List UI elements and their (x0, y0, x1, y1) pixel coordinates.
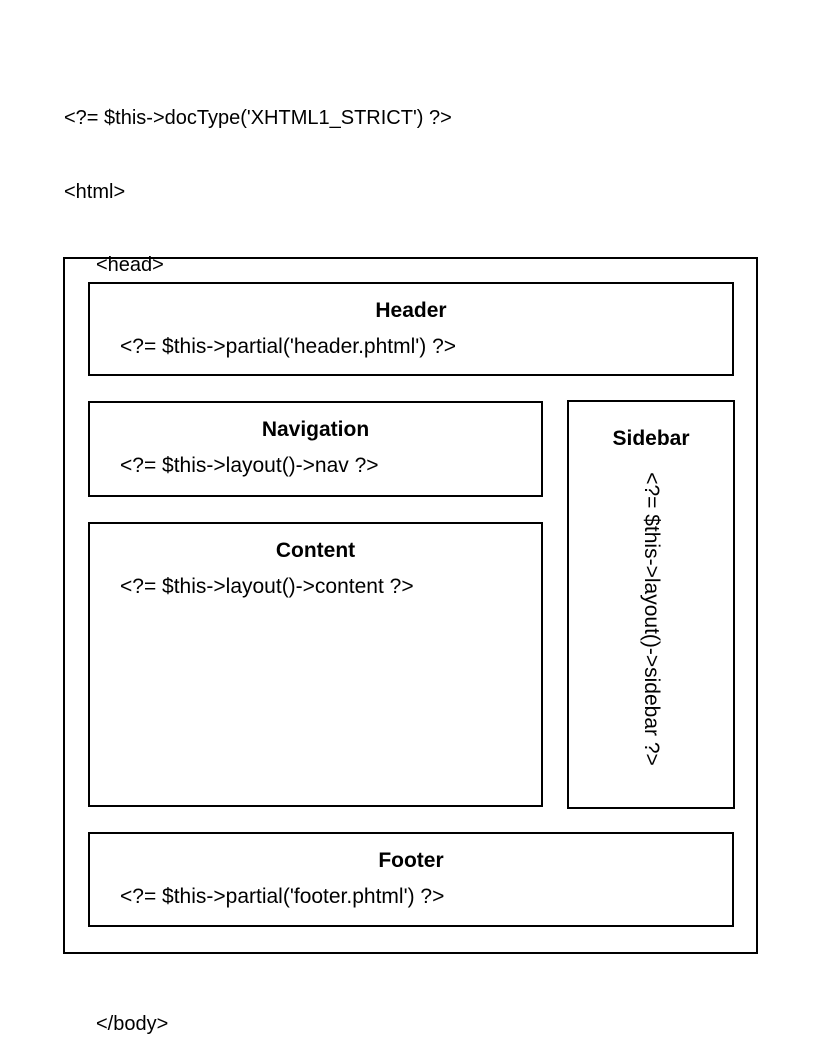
header-box-code: <?= $this->partial('header.phtml') ?> (120, 335, 457, 358)
header-box: Header <?= $this->partial('header.phtml'… (88, 282, 734, 376)
header-box-title: Header (375, 299, 447, 322)
navigation-box-code: <?= $this->layout()->nav ?> (120, 454, 379, 477)
footer-box: Footer <?= $this->partial('footer.phtml'… (88, 832, 734, 927)
footer-box-title: Footer (378, 849, 444, 872)
content-box-title: Content (275, 539, 356, 562)
content-box-code: <?= $this->layout()->content ?> (120, 575, 414, 598)
sidebar-box: Sidebar <?= $this->layout()->sidebar ?> (567, 400, 735, 809)
content-box: Content <?= $this->layout()->content ?> (88, 522, 543, 807)
code-line-body-close: </body> (96, 1013, 169, 1035)
sidebar-box-title: Sidebar (612, 427, 690, 450)
navigation-box-title: Navigation (261, 418, 370, 441)
footer-box-code: <?= $this->partial('footer.phtml') ?> (120, 885, 445, 908)
code-line-doctype: <?= $this->docType('XHTML1_STRICT') ?> (64, 107, 452, 129)
code-line-html-open: <html> (64, 180, 126, 203)
sidebar-box-code: <?= $this->layout()->sidebar ?> (640, 472, 663, 766)
sidebar-vertical-text-area: <?= $this->layout()->sidebar ?> (569, 447, 733, 791)
code-line-head-open: <head> (96, 254, 164, 276)
navigation-box: Navigation <?= $this->layout()->nav ?> (88, 401, 543, 497)
body-wireframe-box: Header <?= $this->partial('header.phtml'… (63, 257, 758, 954)
code-block-bottom: </body> </html> (64, 963, 168, 1056)
